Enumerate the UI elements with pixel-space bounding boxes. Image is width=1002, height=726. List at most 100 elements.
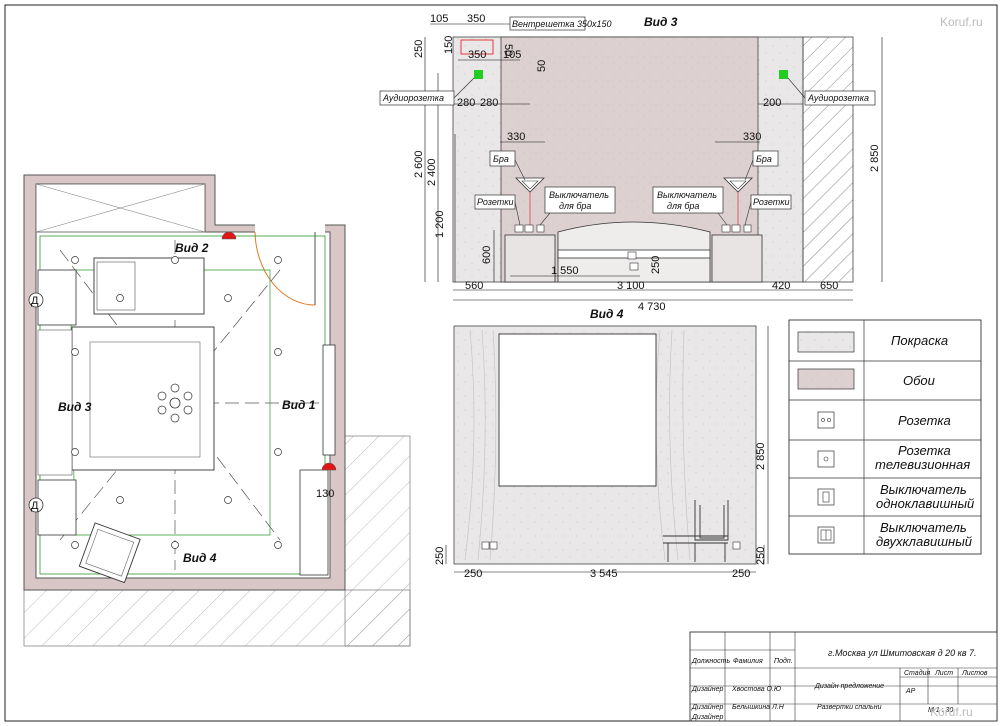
dim-250-bottom-left: 250 (464, 568, 482, 580)
dim-280-b: 280 (480, 97, 498, 109)
watermark: Koruf.ru (930, 705, 973, 719)
audio-socket-right (779, 70, 788, 79)
red-marker-top (221, 231, 237, 240)
switch-left-label-1: Выключатель (549, 190, 609, 200)
hatched-exterior-bottom (23, 589, 411, 647)
tb-scale: М 1 : 30 (928, 707, 953, 714)
view4-window (498, 333, 657, 487)
dim-2600: 2 600 (413, 150, 425, 178)
switch-right-label-1: Выключатель (657, 190, 717, 200)
tb-project-type: Дизайн предложение (814, 682, 884, 690)
legend: Покраска Обои Розетка Розетка телевизион… (788, 319, 982, 555)
dim-330-right: 330 (743, 131, 761, 143)
dim-600: 600 (481, 246, 493, 264)
plan-armchair (78, 522, 141, 584)
audio-left-label: Аудиорозетка (382, 93, 444, 103)
legend-wallpaper-label: Обои (903, 373, 935, 388)
dim-50-a: 50 (502, 44, 514, 56)
view1-label: Вид 1 (282, 398, 316, 412)
dim-2850-v3: 2 850 (869, 144, 881, 172)
dim-4730: 4 730 (638, 301, 666, 313)
view3-label-plan: Вид 3 (58, 400, 92, 414)
tb-stage: АР (905, 688, 916, 695)
dim-3545: 3 545 (590, 568, 618, 580)
tb-designer3-role: Дизайнер (691, 713, 724, 721)
dim-105-top: 105 (430, 13, 448, 25)
chandelier-icon (169, 397, 181, 409)
dim-280-a: 280 (457, 97, 475, 109)
switch-left-callout-box (544, 186, 616, 214)
legend-switch-single-icon (817, 488, 835, 506)
bra-left-label: Бра (493, 154, 509, 164)
dim-2850-v4: 2 850 (755, 442, 767, 470)
legend-socket-label: Розетка (898, 413, 951, 428)
dim-560: 560 (465, 280, 483, 292)
socket-marker-bottom-label: Д (31, 500, 39, 512)
legend-switch-double-icon (817, 526, 835, 544)
view3-nightstand-right (711, 234, 763, 283)
bra-lamp-left (515, 177, 545, 193)
dim-1200: 1 200 (434, 210, 446, 238)
tb-designer1-role: Дизайнер (691, 685, 724, 693)
audio-right-label: Аудиорозетка (807, 93, 869, 103)
legend-switch-double-label-1: Выключатель (880, 520, 967, 535)
elevation-view4: Вид 4 2 850 (434, 307, 769, 580)
tb-sheet-name: Развертки спальни (817, 704, 882, 711)
switch-right-callout-box (652, 186, 724, 214)
spotlights-group (71, 256, 282, 549)
rozetki-left-label: Розетки (477, 197, 514, 207)
tb-col-surname: Фамилия (733, 658, 763, 665)
view4-title: Вид 4 (590, 307, 624, 321)
dim-1550: 1 550 (551, 265, 579, 277)
legend-socket-icon (817, 411, 835, 429)
socket-marker-top (28, 292, 44, 308)
dim-200: 200 (763, 97, 781, 109)
sheet-border (4, 4, 998, 722)
view4-label-plan: Вид 4 (183, 551, 217, 565)
plan-nightstand-bottom (37, 479, 77, 536)
dim-250-right-v4: 250 (755, 547, 767, 565)
legend-switch-single-label-2: одноклавишный (876, 496, 974, 511)
dim-250-bottom-right: 250 (732, 568, 750, 580)
socket-marker-top-label: Д (31, 295, 39, 307)
tb-col-sign: Подп. (774, 657, 793, 665)
legend-tv-socket-icon (817, 450, 835, 468)
vent-grille (460, 39, 494, 55)
legend-switch-single-label-1: Выключатель (880, 482, 967, 497)
tb-designer1-name: Хвостова О.Ю (731, 686, 781, 693)
plan-tv (322, 344, 336, 456)
plan-dresser (299, 469, 329, 576)
dim-50-b: 50 (536, 60, 548, 72)
legend-paint-label: Покраска (891, 333, 948, 348)
watermark-top: Koruf.ru (940, 15, 983, 29)
rozetki-right-label: Розетки (753, 197, 790, 207)
dim-250-left-v4: 250 (434, 547, 446, 565)
tb-designer2-role: Дизайнер (691, 703, 724, 711)
switch-right-label-2: для бра (667, 201, 699, 211)
dim-2400: 2 400 (426, 158, 438, 186)
dim-3100: 3 100 (617, 280, 645, 292)
tb-designer2-name: Белышкина Л.Н (732, 704, 785, 711)
tb-sheets-header: Листов (961, 670, 988, 677)
plan-nightstand-top (37, 269, 77, 326)
view3-title: Вид 3 (644, 15, 678, 29)
dim-420: 420 (772, 280, 790, 292)
audio-socket-left (474, 70, 483, 79)
legend-swatch-paint (797, 331, 855, 353)
view2-label: Вид 2 (175, 241, 209, 255)
vent-callout-box (509, 16, 586, 31)
dim-250-vert: 250 (413, 40, 425, 58)
door-swing-arc (254, 231, 316, 306)
dim-150-vert: 150 (443, 36, 455, 54)
floor-plan: Д Д Вид 2 Вид 3 Вид 1 Вид 4 130 (23, 174, 411, 647)
elevation-view3: Вид 3 (379, 13, 883, 313)
legend-tv-socket-label-1: Розетка (898, 443, 951, 458)
tb-stage-header: Стадия (904, 669, 930, 677)
title-block: г.Москва ул Шмитовская д 20 кв 7. Должно… (689, 631, 998, 722)
switch-left-label-2: для бра (559, 201, 591, 211)
project-address: г.Москва ул Шмитовская д 20 кв 7. (828, 648, 977, 658)
plan-headboard (37, 329, 73, 476)
tb-col-position: Должность (691, 658, 731, 665)
view3-column (802, 36, 854, 283)
